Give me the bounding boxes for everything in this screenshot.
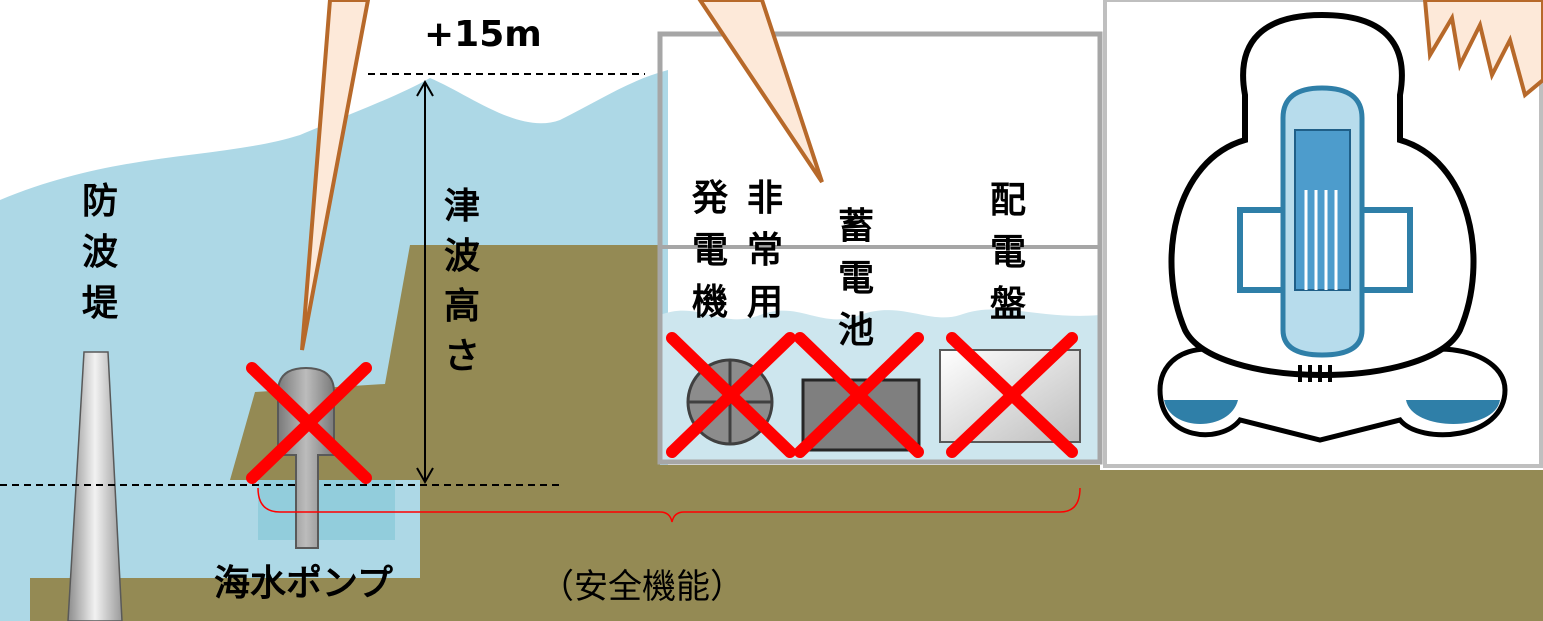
emergency-generator-label: 非 常 用 発 電 機	[692, 178, 783, 323]
switchboard-label: 配 電 盤	[990, 180, 1026, 325]
svg-text:池: 池	[838, 310, 874, 351]
height-marker-label: +15m	[424, 14, 542, 55]
cross-mark-icon	[666, 332, 796, 458]
callout-pointer-icon	[697, 0, 824, 184]
svg-text:蓄: 蓄	[838, 206, 874, 247]
svg-text:機: 機	[692, 282, 728, 323]
svg-text:さ: さ	[444, 336, 480, 377]
svg-text:波: 波	[444, 236, 480, 277]
svg-text:電: 電	[692, 230, 728, 271]
reactor-panel	[1103, 0, 1543, 468]
explosion-burst-icon	[1422, 0, 1543, 99]
svg-text:発: 発	[692, 178, 729, 219]
svg-text:防: 防	[82, 181, 118, 222]
svg-text:電: 電	[838, 258, 874, 299]
svg-text:常: 常	[747, 230, 783, 271]
ground	[230, 245, 1543, 621]
breakwater-label: 防 波 堤	[82, 181, 119, 324]
svg-text:津: 津	[444, 186, 480, 227]
svg-text:盤: 盤	[990, 284, 1026, 325]
safety-function-label: （安全機能）	[540, 567, 744, 607]
safety-function-bracket	[257, 487, 1081, 523]
cross-mark-icon	[246, 362, 372, 484]
pump-pit-water	[258, 480, 395, 540]
svg-text:堤: 堤	[82, 283, 119, 324]
tsunami-height-label: 津 波 高 さ	[444, 186, 480, 377]
battery-label: 蓄 電 池	[838, 206, 874, 351]
svg-text:電: 電	[990, 232, 1026, 273]
cross-mark-icon	[794, 332, 924, 458]
svg-text:配: 配	[990, 180, 1026, 221]
svg-text:波: 波	[82, 232, 118, 273]
breakwater	[67, 351, 123, 621]
callout-pointer-icon	[300, 0, 371, 351]
cross-mark-icon	[946, 332, 1078, 458]
svg-text:用: 用	[747, 282, 783, 323]
seawater-pump-label: 海水ポンプ	[214, 562, 393, 604]
svg-text:非: 非	[747, 178, 783, 219]
svg-text:高: 高	[444, 286, 480, 327]
